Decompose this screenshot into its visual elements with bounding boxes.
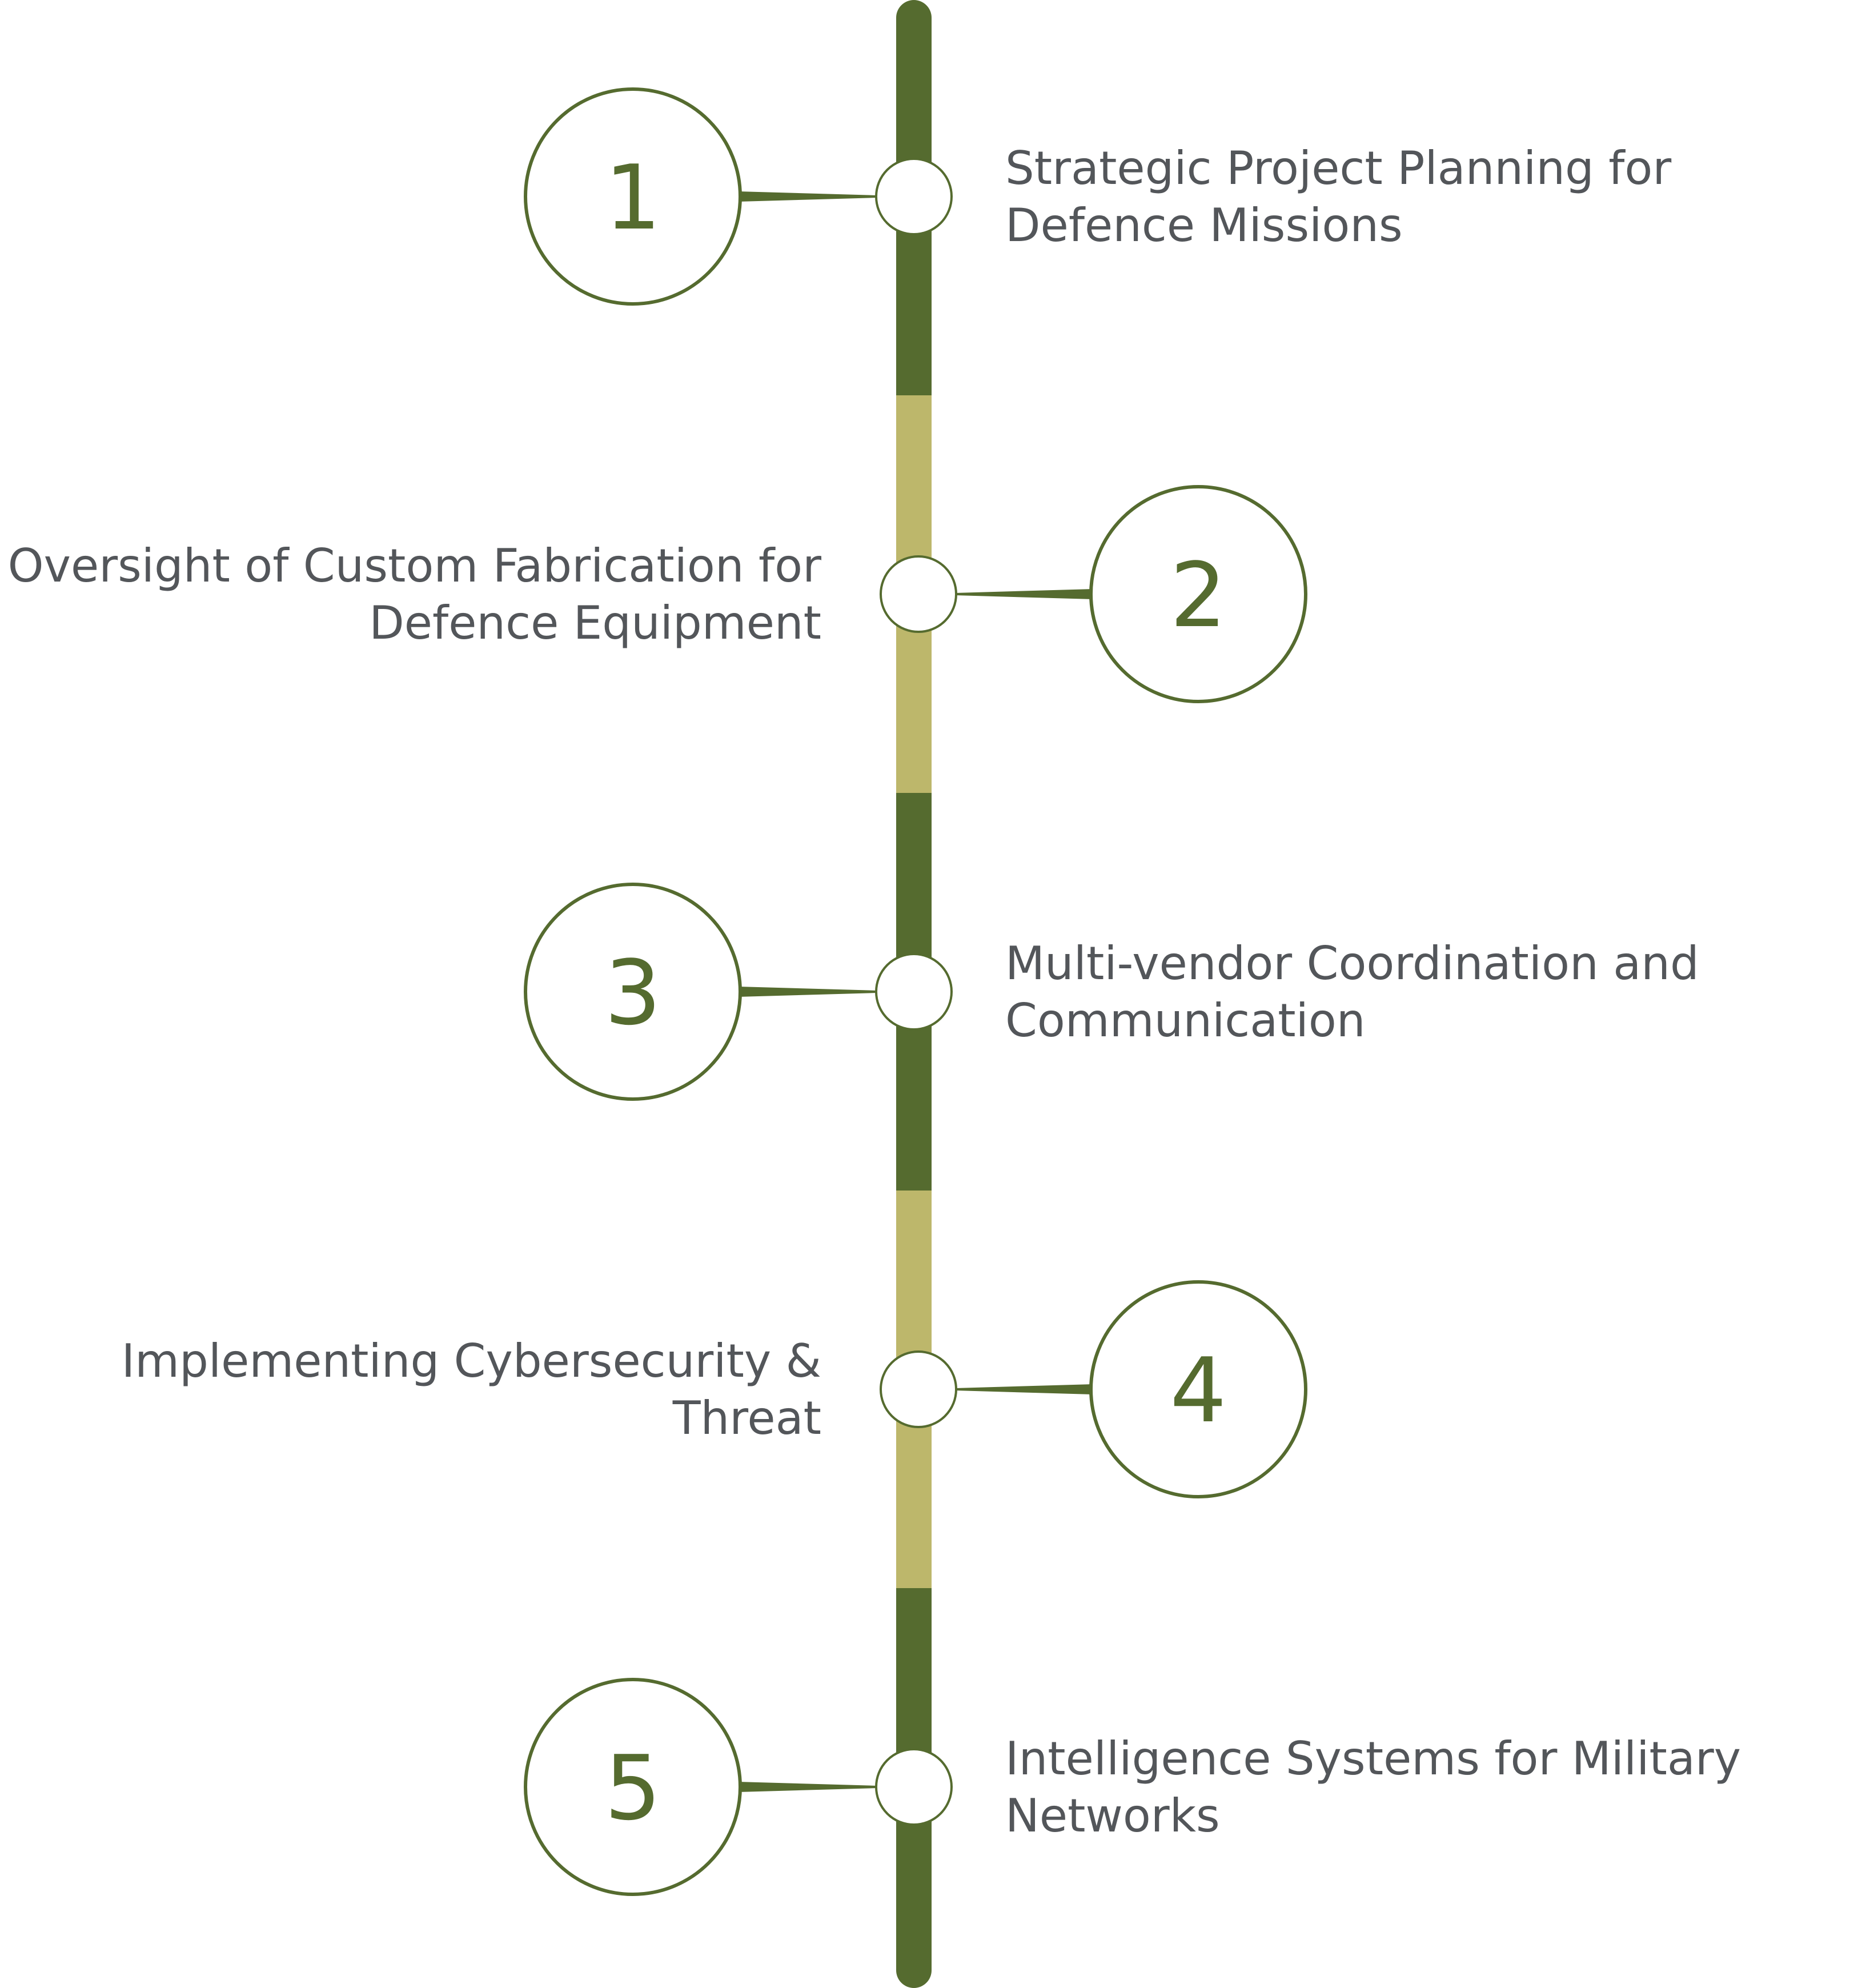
step-connector [955,589,1093,599]
step-connector [738,987,877,997]
step-label-line-1: Implementing Cybersecurity & [122,1334,821,1388]
step-5: 5 Intelligence Systems for MilitaryNetwor… [524,1678,1741,1896]
timeline-node [875,1748,953,1826]
timeline-node [880,555,957,633]
step-label-line-2: Defence Missions [1005,199,1403,252]
step-number: 4 [1170,1338,1226,1442]
step-label-line-2: Threat [672,1392,821,1445]
step-number: 2 [1170,543,1226,647]
step-label-line-1: Strategic Project Planning for [1005,142,1671,195]
step-connector [738,1782,877,1792]
step-2: 2 Oversight of Custom Fabrication forDefe… [8,485,1307,703]
step-connector [738,191,877,202]
timeline-node [880,1350,957,1428]
step-number: 5 [604,1736,661,1840]
timeline-node [875,158,953,235]
step-4: 4 Implementing Cybersecurity &Threat [122,1280,1307,1498]
step-number-circle [524,1678,742,1896]
step-number-circle [1089,485,1307,703]
step-label-line-2: Communication [1005,994,1366,1047]
step-label-line-1: Oversight of Custom Fabrication for [8,539,821,592]
step-number-circle [524,883,742,1101]
timeline-node [875,953,953,1031]
step-label-line-1: Intelligence Systems for Military [1005,1732,1741,1785]
step-label-line-1: Multi-vendor Coordination and [1005,937,1699,990]
step-3: 3 Multi-vendor Coordination andCommunicat… [524,883,1699,1101]
step-number-circle [524,87,742,306]
step-label-line-2: Defence Equipment [369,596,821,650]
step-number: 3 [604,941,661,1045]
step-number-circle [1089,1280,1307,1498]
step-number: 1 [604,146,661,250]
step-label-line-2: Networks [1005,1789,1220,1842]
step-connector [955,1384,1093,1394]
